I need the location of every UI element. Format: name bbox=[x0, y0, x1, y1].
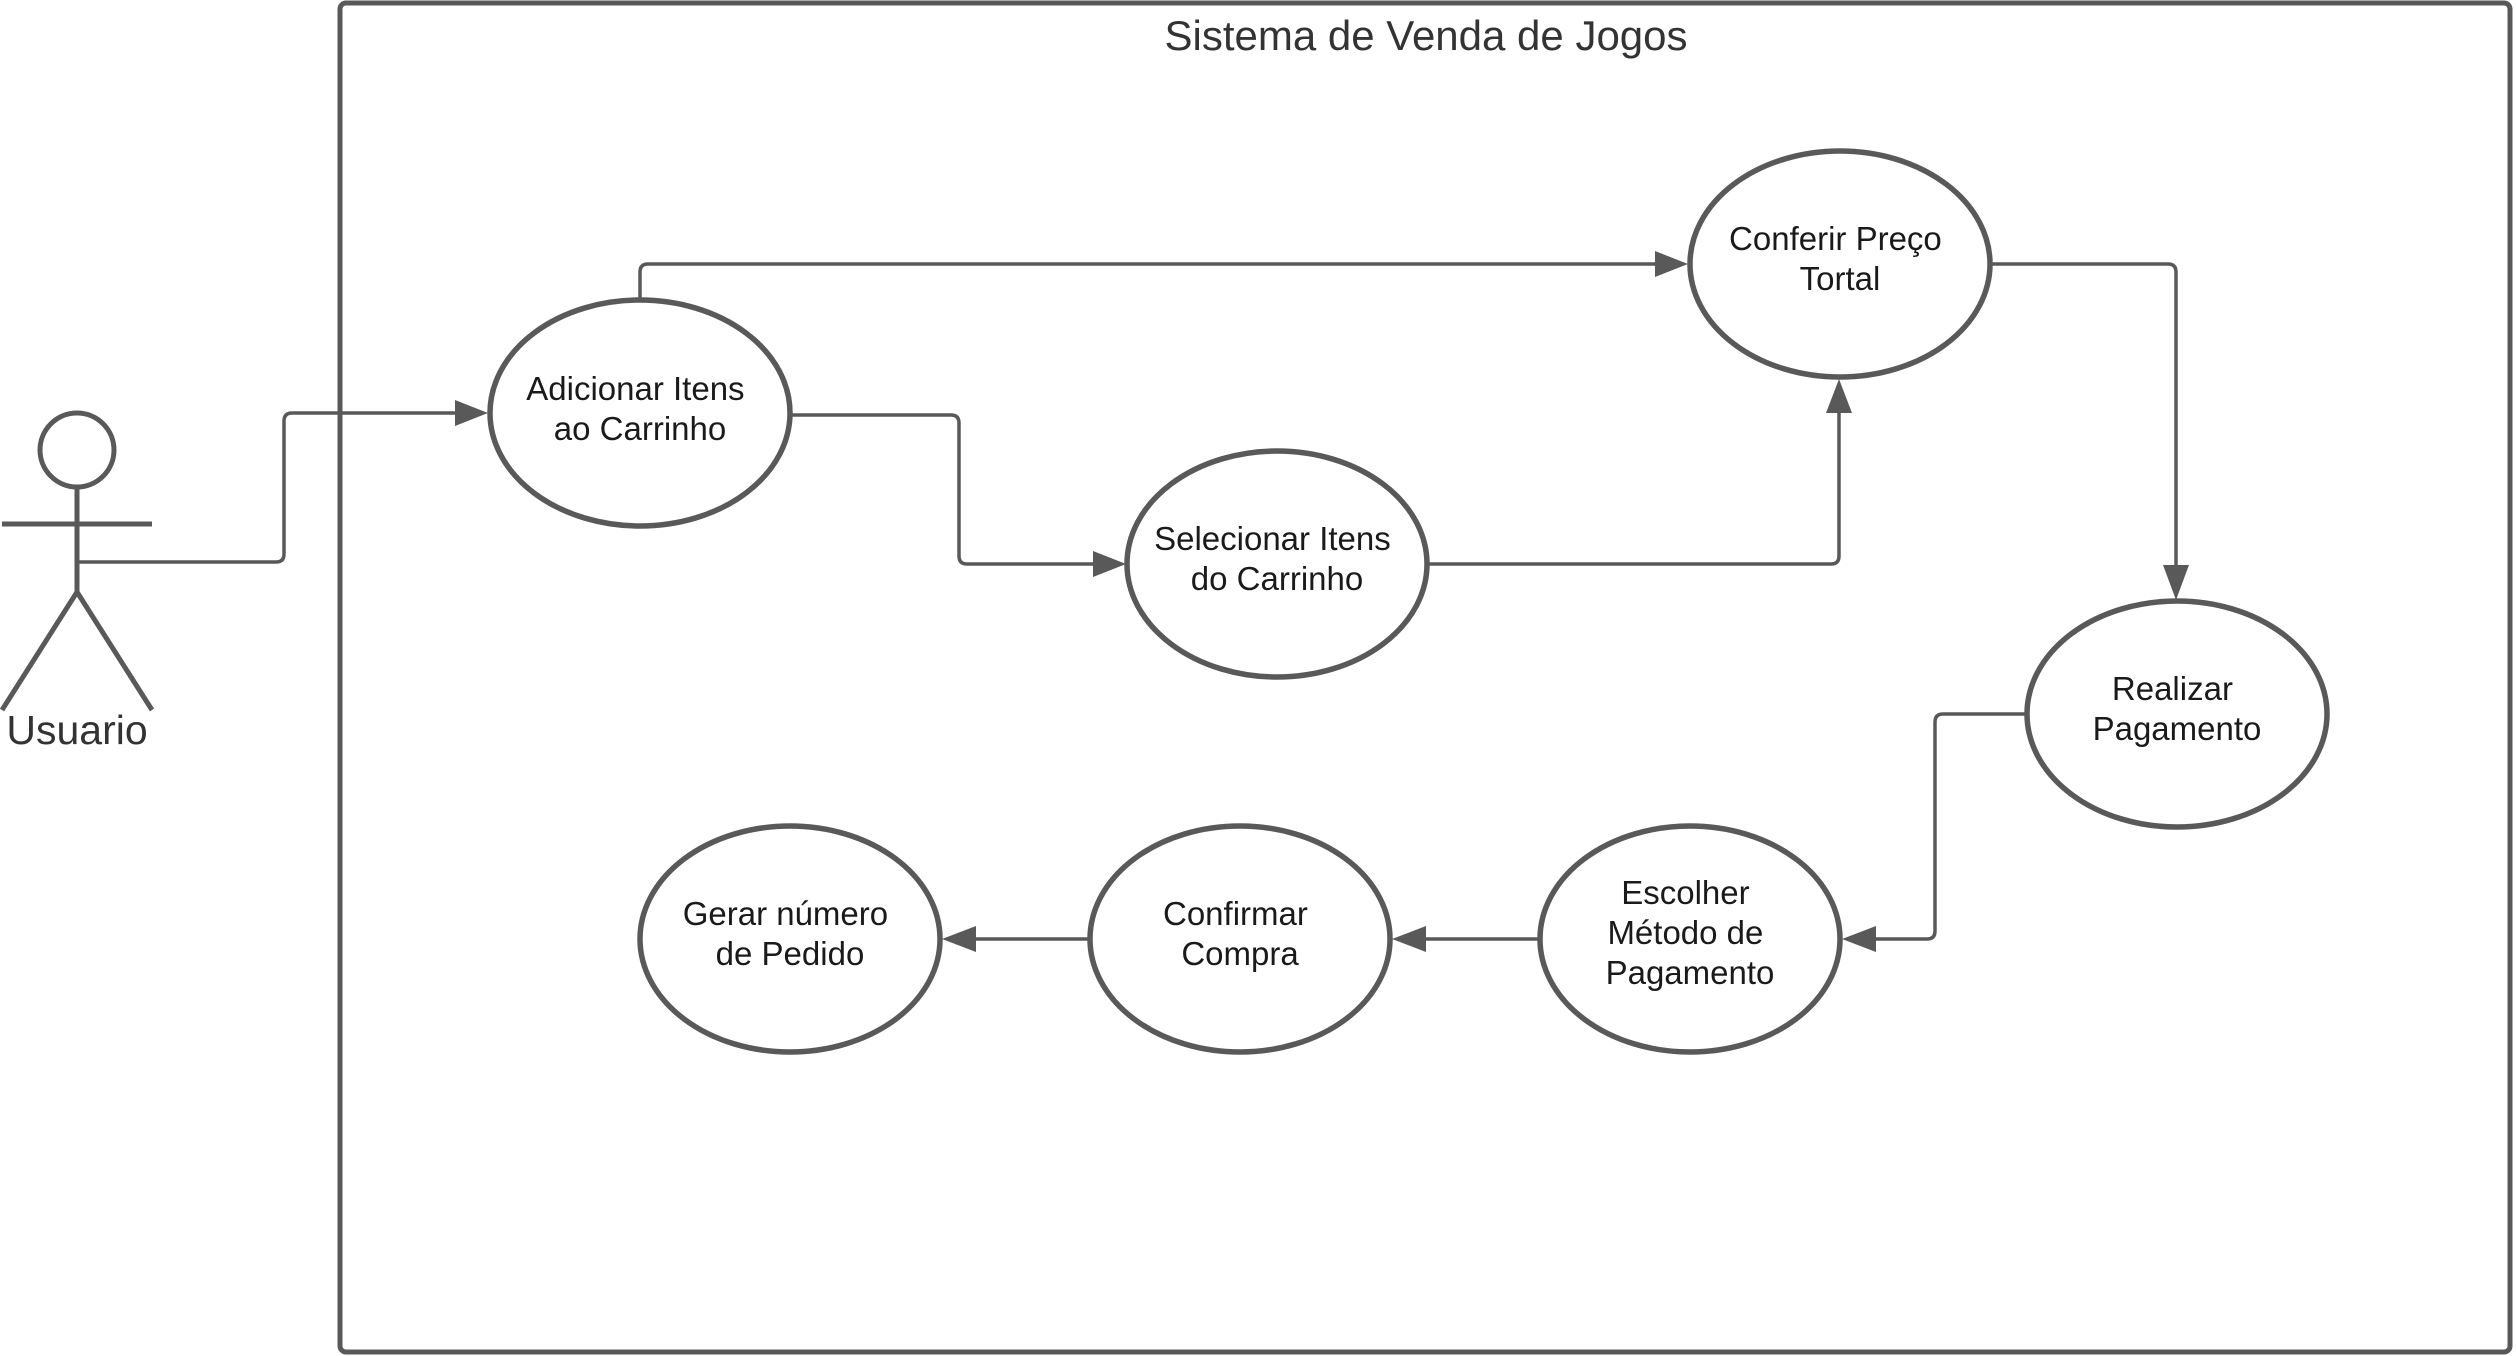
arrowhead-conferir-bottom bbox=[1826, 379, 1852, 413]
use-case-conferir[interactable]: Conferir Preço Tortal bbox=[1687, 148, 1993, 380]
use-case-escolher-label: Escolher Método de Pagamento bbox=[1606, 874, 1775, 991]
use-case-selecionar-label: Selecionar Itens do Carrinho bbox=[1154, 520, 1400, 597]
use-case-selecionar-shape bbox=[1124, 448, 1430, 680]
use-case-selecionar[interactable]: Selecionar Itens do Carrinho bbox=[1124, 448, 1430, 680]
arrowhead-adicionar bbox=[455, 400, 488, 426]
arrowhead-selecionar bbox=[1093, 551, 1126, 577]
use-case-adicionar-shape bbox=[487, 297, 793, 529]
use-case-conferir-label: Conferir Preço Tortal bbox=[1729, 220, 1951, 297]
use-case-gerar[interactable]: Gerar número de Pedido bbox=[637, 823, 943, 1055]
connectors bbox=[77, 251, 2189, 952]
actor-head bbox=[37, 410, 117, 490]
use-case-gerar-line2: de Pedido bbox=[716, 935, 865, 972]
use-case-selecionar-line1: Selecionar Itens bbox=[1154, 520, 1391, 557]
use-case-gerar-label: Gerar número de Pedido bbox=[683, 895, 898, 972]
use-case-confirmar-line1: Confirmar bbox=[1163, 895, 1308, 932]
use-case-conferir-shape bbox=[1687, 148, 1993, 380]
use-case-adicionar-line2: ao Carrinho bbox=[554, 410, 726, 447]
use-case-confirmar-line2: Compra bbox=[1181, 935, 1299, 972]
connector-adicionar-conferir[interactable] bbox=[638, 262, 1660, 300]
use-case-escolher-line3: Pagamento bbox=[1606, 954, 1775, 991]
arrowhead-conferir-top bbox=[1655, 251, 1688, 277]
actor-usuario[interactable]: Usuario bbox=[0, 410, 155, 753]
connector-conferir-realizar[interactable] bbox=[1992, 262, 2178, 569]
use-case-confirmar-label: Confirmar Compra bbox=[1163, 895, 1317, 972]
arrowhead-confirmar bbox=[1392, 926, 1426, 952]
arrowhead-escolher bbox=[1842, 926, 1876, 952]
use-case-gerar-line1: Gerar número bbox=[683, 895, 888, 932]
connector-adicionar-selecionar[interactable] bbox=[791, 413, 1098, 566]
use-case-selecionar-line2: do Carrinho bbox=[1191, 560, 1363, 597]
use-case-confirmar-shape bbox=[1087, 823, 1393, 1055]
actor-left-leg bbox=[0, 590, 80, 712]
use-case-realizar-shape bbox=[2024, 598, 2330, 830]
use-case-escolher-line1: Escolher bbox=[1621, 874, 1749, 911]
actor-right-leg bbox=[74, 590, 155, 712]
use-case-adicionar[interactable]: Adicionar Itens ao Carrinho bbox=[487, 297, 793, 529]
use-case-gerar-shape bbox=[637, 823, 943, 1055]
arrowhead-realizar bbox=[2163, 565, 2189, 600]
system-boundary[interactable] bbox=[337, 0, 2513, 1355]
use-case-escolher[interactable]: Escolher Método de Pagamento bbox=[1537, 823, 1843, 1055]
use-case-adicionar-line1: Adicionar Itens bbox=[526, 370, 744, 407]
connector-realizar-escolher[interactable] bbox=[1872, 712, 2025, 941]
connector-selecionar-conferir[interactable] bbox=[1429, 410, 1841, 566]
use-case-conferir-line1: Conferir Preço bbox=[1729, 220, 1942, 257]
use-case-realizar-label: Realizar Pagamento bbox=[2093, 670, 2262, 747]
use-case-conferir-line2: Tortal bbox=[1800, 260, 1881, 297]
use-case-adicionar-label: Adicionar Itens ao Carrinho bbox=[526, 370, 753, 447]
actor-label: Usuario bbox=[6, 707, 147, 753]
connector-usuario-adicionar[interactable] bbox=[77, 411, 460, 564]
system-title: Sistema de Venda de Jogos bbox=[1164, 12, 1687, 59]
use-case-confirmar[interactable]: Confirmar Compra bbox=[1087, 823, 1393, 1055]
use-case-escolher-line2: Método de bbox=[1607, 914, 1763, 951]
use-case-realizar-line2: Pagamento bbox=[2093, 710, 2262, 747]
use-case-realizar-line1: Realizar bbox=[2112, 670, 2233, 707]
arrowhead-gerar bbox=[942, 926, 976, 952]
use-case-realizar[interactable]: Realizar Pagamento bbox=[2024, 598, 2330, 830]
use-case-escolher-shape bbox=[1537, 823, 1843, 1055]
